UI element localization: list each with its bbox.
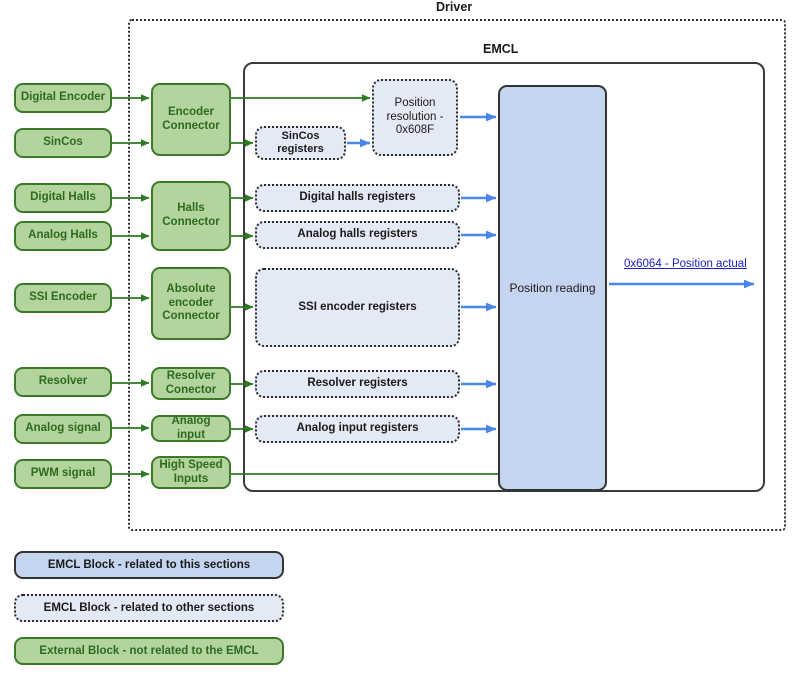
block-label: Absolute encoder Connector bbox=[162, 283, 220, 323]
block-label: Position reading bbox=[509, 280, 596, 295]
block-label: Analog Halls bbox=[28, 229, 98, 242]
block-label: Resolver Conector bbox=[165, 369, 217, 396]
block-label: SSI Encoder bbox=[29, 291, 97, 304]
block-resolver-connector[interactable]: Resolver Conector bbox=[151, 367, 231, 400]
block-label: Analog input registers bbox=[296, 422, 419, 435]
block-analog-input[interactable]: Analog input bbox=[151, 415, 231, 442]
driver-container bbox=[128, 19, 786, 531]
block-resolver-registers[interactable]: Resolver registers bbox=[255, 370, 460, 398]
block-label: SSI encoder registers bbox=[298, 300, 417, 313]
block-encoder-connector[interactable]: Encoder Connector bbox=[151, 83, 231, 156]
block-digital-halls[interactable]: Digital Halls bbox=[14, 183, 112, 213]
block-position-reading[interactable]: Position reading bbox=[498, 85, 607, 491]
block-label: Encoder Connector bbox=[162, 105, 220, 132]
block-label: Digital halls registers bbox=[299, 191, 416, 204]
block-label: Digital Encoder bbox=[20, 91, 106, 104]
legend-label: EMCL Block - related to other sections bbox=[43, 602, 255, 614]
block-ssi-encoder-registers[interactable]: SSI encoder registers bbox=[255, 268, 460, 347]
block-sincos-registers[interactable]: SinCos registers bbox=[255, 126, 346, 160]
block-label: Digital Halls bbox=[30, 191, 96, 204]
block-label: High Speed Inputs bbox=[159, 458, 223, 485]
link-position-actual[interactable]: 0x6064 - Position actual bbox=[624, 258, 747, 270]
block-label: Resolver bbox=[38, 375, 88, 388]
block-label: Position resolution - 0x608F bbox=[386, 97, 444, 137]
legend-label: External Block - not related to the EMCL bbox=[39, 645, 259, 657]
block-label: Resolver registers bbox=[307, 377, 408, 390]
block-label: Analog input bbox=[171, 414, 211, 441]
block-label: SinCos bbox=[43, 136, 83, 149]
block-label: Analog signal bbox=[25, 422, 101, 435]
legend-item-external-block: External Block - not related to the EMCL bbox=[14, 637, 284, 665]
block-label: SinCos registers bbox=[277, 130, 324, 155]
block-analog-halls-registers[interactable]: Analog halls registers bbox=[255, 221, 460, 249]
block-digital-encoder[interactable]: Digital Encoder bbox=[14, 83, 112, 113]
block-high-speed-inputs[interactable]: High Speed Inputs bbox=[151, 456, 231, 489]
driver-title: Driver bbox=[436, 0, 473, 14]
emcl-title: EMCL bbox=[483, 42, 519, 56]
emcl-container bbox=[243, 62, 765, 492]
block-halls-connector[interactable]: Halls Connector bbox=[151, 181, 231, 251]
block-pwm-signal[interactable]: PWM signal bbox=[14, 459, 112, 489]
legend-item-emcl-other-sections: EMCL Block - related to other sections bbox=[14, 594, 284, 622]
block-label: Halls Connector bbox=[162, 202, 220, 228]
block-resolver[interactable]: Resolver bbox=[14, 367, 112, 397]
block-sincos[interactable]: SinCos bbox=[14, 128, 112, 158]
block-label: Analog halls registers bbox=[297, 228, 418, 241]
legend-label: EMCL Block - related to this sections bbox=[47, 559, 251, 571]
block-analog-input-registers[interactable]: Analog input registers bbox=[255, 415, 460, 443]
legend-item-emcl-this-section: EMCL Block - related to this sections bbox=[14, 551, 284, 579]
block-position-resolution[interactable]: Position resolution - 0x608F bbox=[372, 79, 458, 156]
block-absolute-encoder-connector[interactable]: Absolute encoder Connector bbox=[151, 267, 231, 340]
block-analog-signal[interactable]: Analog signal bbox=[14, 414, 112, 444]
block-analog-halls[interactable]: Analog Halls bbox=[14, 221, 112, 251]
block-label: PWM signal bbox=[30, 467, 96, 480]
block-digital-halls-registers[interactable]: Digital halls registers bbox=[255, 184, 460, 212]
block-ssi-encoder[interactable]: SSI Encoder bbox=[14, 283, 112, 313]
